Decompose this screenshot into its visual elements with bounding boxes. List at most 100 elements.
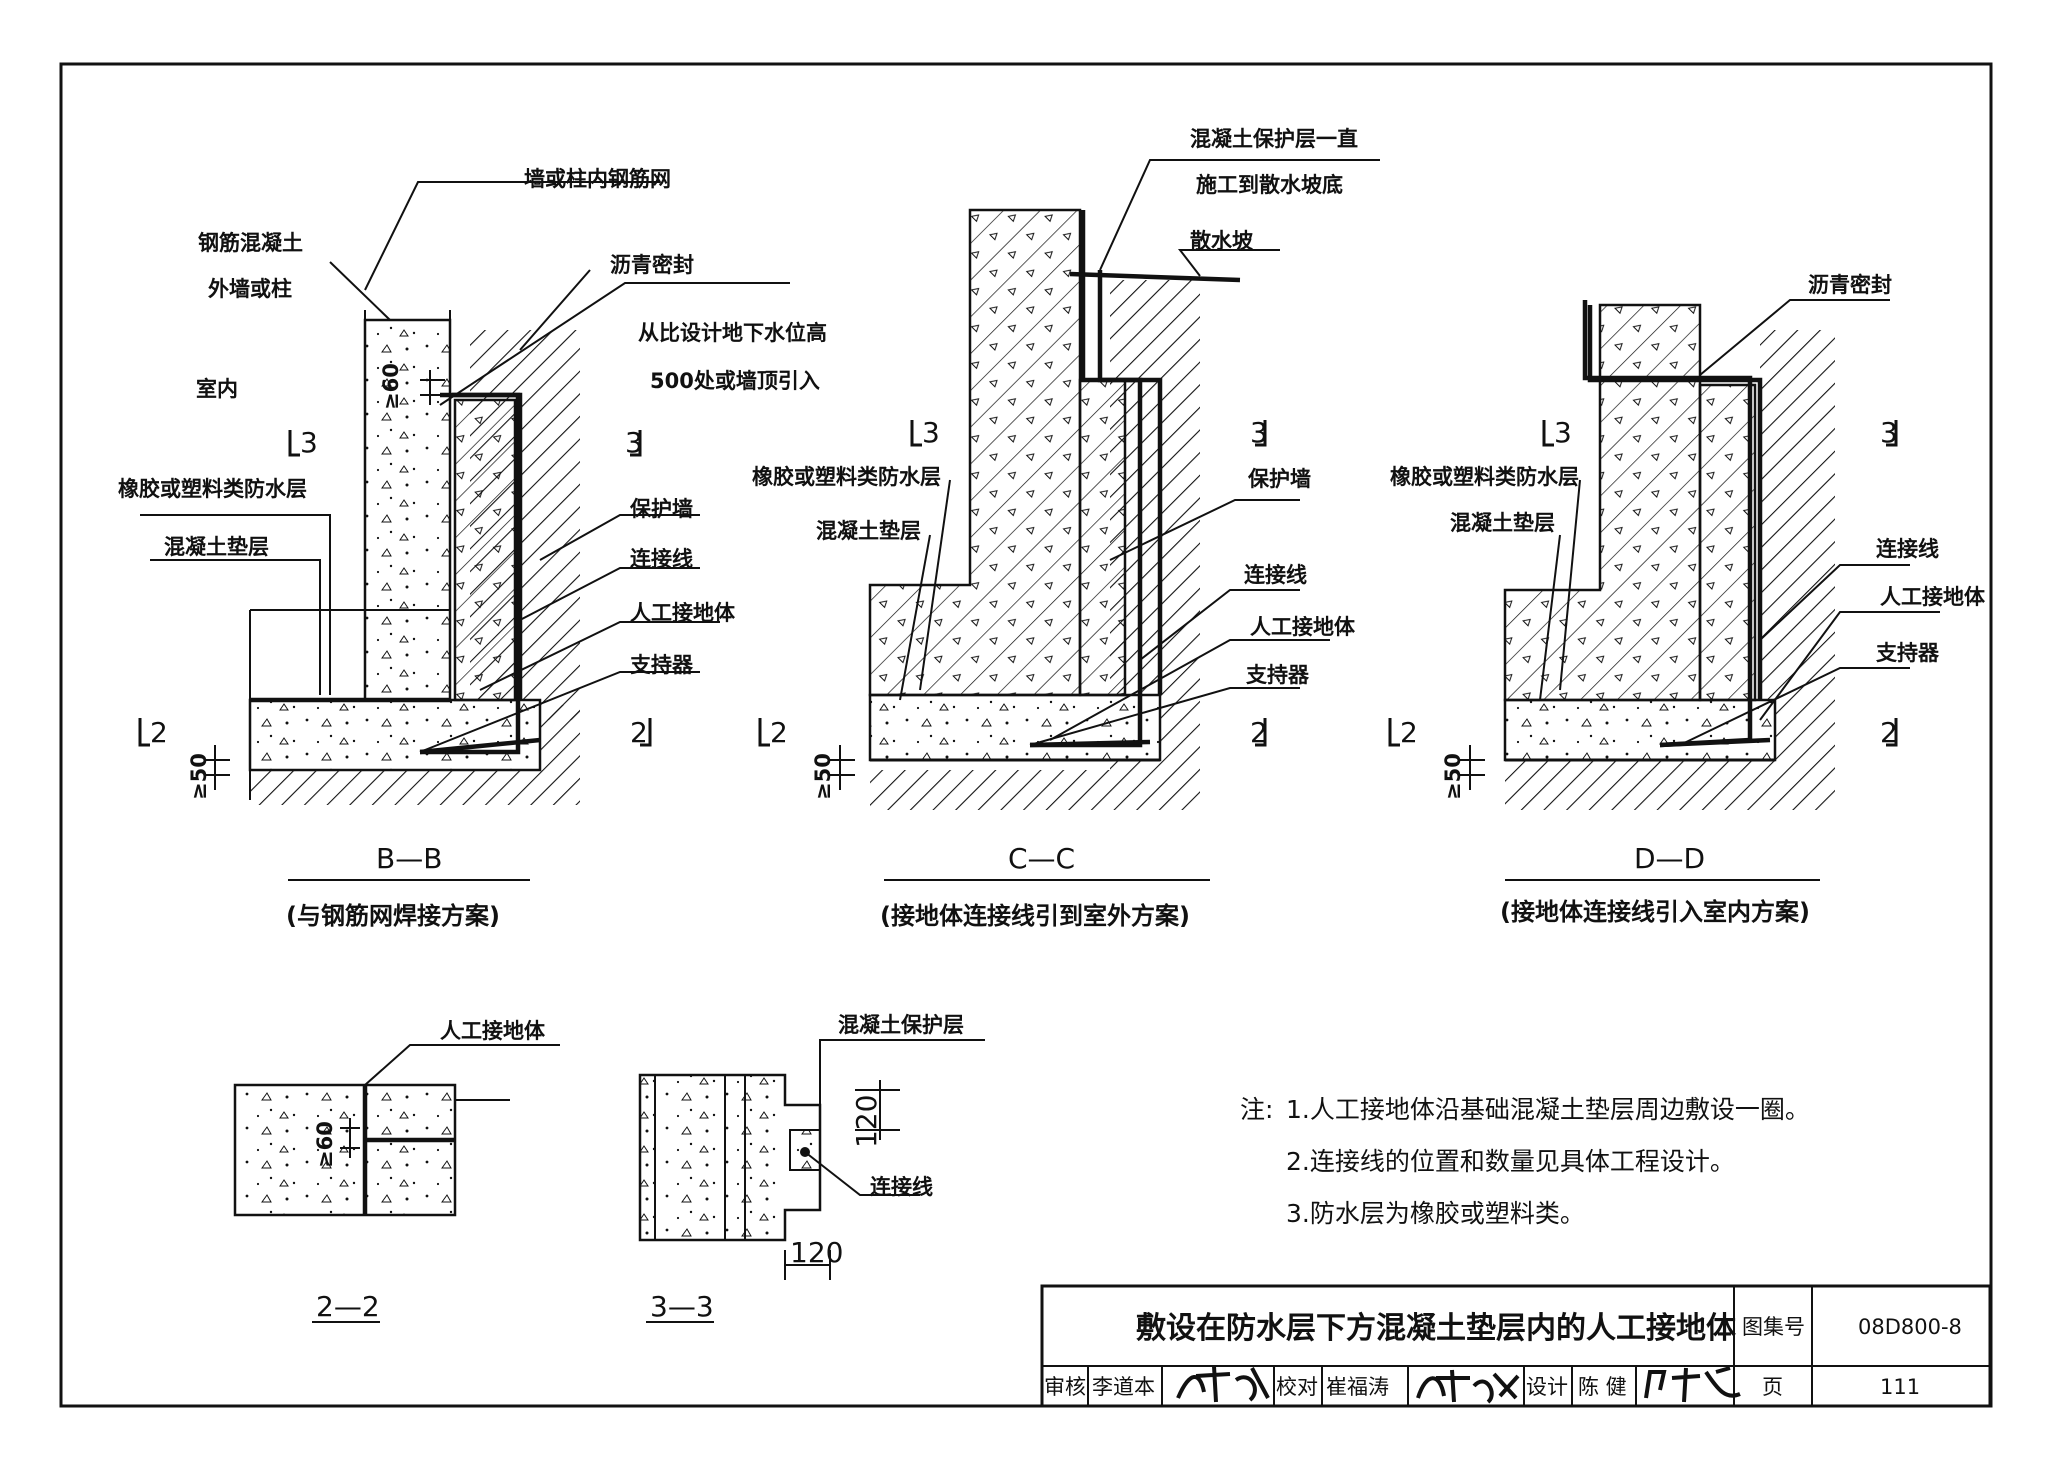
bb-leader-asphalt xyxy=(519,269,591,351)
dd-electrode xyxy=(1659,737,1771,748)
cc-cut2-right xyxy=(1255,718,1267,747)
bb-dim50-lines xyxy=(205,745,230,790)
cc-label-cover1: 混凝土保护层一直 xyxy=(1190,127,1358,151)
bb-cut3-right xyxy=(630,430,642,457)
bb-cushion-fill xyxy=(250,700,540,770)
cc-wall xyxy=(868,208,1082,697)
dd-cut2-right-num: 2 xyxy=(1880,716,1898,749)
s22-leader xyxy=(364,1044,560,1086)
dd-label-cushion: 混凝土垫层 xyxy=(1450,511,1555,535)
cc-cut2-right-num: 2 xyxy=(1250,716,1268,749)
cc-cushion-fill xyxy=(870,695,1160,760)
section-cc xyxy=(758,159,1380,881)
title-block-frame xyxy=(1040,1284,1992,1408)
bb-protect-wall xyxy=(453,398,517,702)
bb-cut2-right xyxy=(640,718,652,747)
dd-leader-cushion xyxy=(1539,534,1561,701)
s33-inner-lines xyxy=(654,1075,746,1240)
s33-label-cover: 混凝土保护层 xyxy=(838,1013,964,1037)
section-bb xyxy=(138,181,790,881)
bb-outline xyxy=(249,310,451,800)
cc-leader-support xyxy=(1029,687,1300,746)
cc-cut3-right-num: 3 xyxy=(1250,416,1268,449)
dd-leader-support xyxy=(1679,667,1910,746)
s33-label-dim120a: 120 xyxy=(850,1095,883,1148)
bb-wall-fill xyxy=(365,320,450,700)
notes-prefix: 注: xyxy=(1240,1095,1273,1124)
cc-leader-conn xyxy=(1139,589,1300,661)
cc-cut3-left xyxy=(910,420,922,447)
design-signature xyxy=(1644,1366,1741,1403)
cc-label-cushion: 混凝土垫层 xyxy=(816,519,921,543)
bb-cut3-right-num: 3 xyxy=(625,426,643,459)
bb-leader-electrode xyxy=(479,621,720,691)
bb-label-mesh: 墙或柱内钢筋网 xyxy=(524,167,671,191)
bb-label-dim50: ≥50 xyxy=(187,753,211,800)
cc-title: C—C xyxy=(1008,842,1075,875)
cc-label-dim50: ≥50 xyxy=(811,753,835,800)
note-3: 3.防水层为橡胶或塑料类。 xyxy=(1286,1199,1585,1228)
cc-subtitle: (接地体连接线引到室外方案) xyxy=(880,902,1190,930)
cc-label-cover2: 施工到散水坡底 xyxy=(1196,173,1343,197)
title-block-title: 敷设在防水层下方混凝土垫层内的人工接地体 xyxy=(1136,1311,1737,1346)
bb-dim60-lines xyxy=(420,370,445,405)
bb-leader-waterproof xyxy=(140,514,331,695)
note-1: 1.人工接地体沿基础混凝土垫层周边敷设一圈。 xyxy=(1286,1095,1810,1124)
cc-electrode xyxy=(1029,739,1151,748)
cc-cut2-left xyxy=(758,718,770,747)
bb-label-waterproof: 橡胶或塑料类防水层 xyxy=(118,477,307,501)
page-number: 111 xyxy=(1880,1375,1920,1399)
dd-label-support: 支持器 xyxy=(1876,641,1940,665)
title-block-vlines-right xyxy=(1733,1286,1813,1406)
cc-apron xyxy=(1069,271,1241,283)
dd-label-dim50: ≥50 xyxy=(1441,753,1465,800)
bb-label-gw2: 500处或墙顶引入 xyxy=(650,369,820,393)
s22-block-fill xyxy=(235,1085,455,1215)
cc-label-conn: 连接线 xyxy=(1244,563,1307,587)
design-label: 设计 xyxy=(1526,1375,1568,1399)
bb-label-asphalt: 沥青密封 xyxy=(610,253,694,277)
s22-dim60-lines xyxy=(340,1118,360,1158)
bb-label-support: 支持器 xyxy=(630,653,694,677)
cc-soil-bottom xyxy=(870,770,1200,810)
review-name: 李道本 xyxy=(1092,1375,1155,1399)
bb-label-cushion: 混凝土垫层 xyxy=(164,535,269,559)
dd-cut3-left-num: 3 xyxy=(1554,416,1572,449)
cc-protect-wall xyxy=(1078,378,1127,697)
bb-cut3-left-num: 3 xyxy=(300,426,318,459)
dd-title: D—D xyxy=(1634,842,1705,875)
s33-dim120a-lines xyxy=(855,1080,900,1140)
bb-cut2-right-num: 2 xyxy=(630,716,648,749)
bb-subtitle: (与钢筋网焊接方案) xyxy=(286,902,500,930)
dd-cut3-left xyxy=(1542,420,1554,447)
cc-cut3-left-num: 3 xyxy=(922,416,940,449)
check-label: 校对 xyxy=(1276,1375,1318,1399)
cc-label-electrode: 人工接地体 xyxy=(1250,615,1356,639)
bb-label-indoor: 室内 xyxy=(196,377,238,401)
bb-conn-wire xyxy=(420,392,521,755)
bb-cut3-left xyxy=(288,430,300,457)
cc-label-apron: 散水坡 xyxy=(1190,229,1253,253)
dd-leader-conn xyxy=(1759,564,1910,641)
bb-leader-support xyxy=(419,671,700,753)
review-signature xyxy=(1176,1365,1270,1403)
cc-leader-apron xyxy=(1177,249,1280,277)
bb-leader-gw xyxy=(439,282,790,406)
bb-leader-cushion xyxy=(150,559,321,695)
s33-dim120b-lines xyxy=(784,1250,831,1280)
bb-leader-rc xyxy=(329,261,391,321)
bb-leader-mesh xyxy=(364,181,660,291)
s33-leader-cover xyxy=(819,1039,985,1130)
dd-cut2-left xyxy=(1388,718,1400,747)
bb-label-gw1: 从比设计地下水位高 xyxy=(638,321,827,345)
bb-label-electrode: 人工接地体 xyxy=(630,601,736,625)
cc-label-protect: 保护墙 xyxy=(1247,467,1311,491)
cc-label-waterproof: 橡胶或塑料类防水层 xyxy=(752,465,941,489)
dd-cut3-right xyxy=(1886,420,1898,447)
s33-label-dim120b: 120 xyxy=(790,1236,843,1269)
s33-title: 3—3 xyxy=(650,1290,714,1323)
cc-leader-waterproof xyxy=(919,479,951,691)
s22-label-dim60: ≥60 xyxy=(313,1121,337,1168)
cc-leader-protect xyxy=(1109,499,1300,561)
